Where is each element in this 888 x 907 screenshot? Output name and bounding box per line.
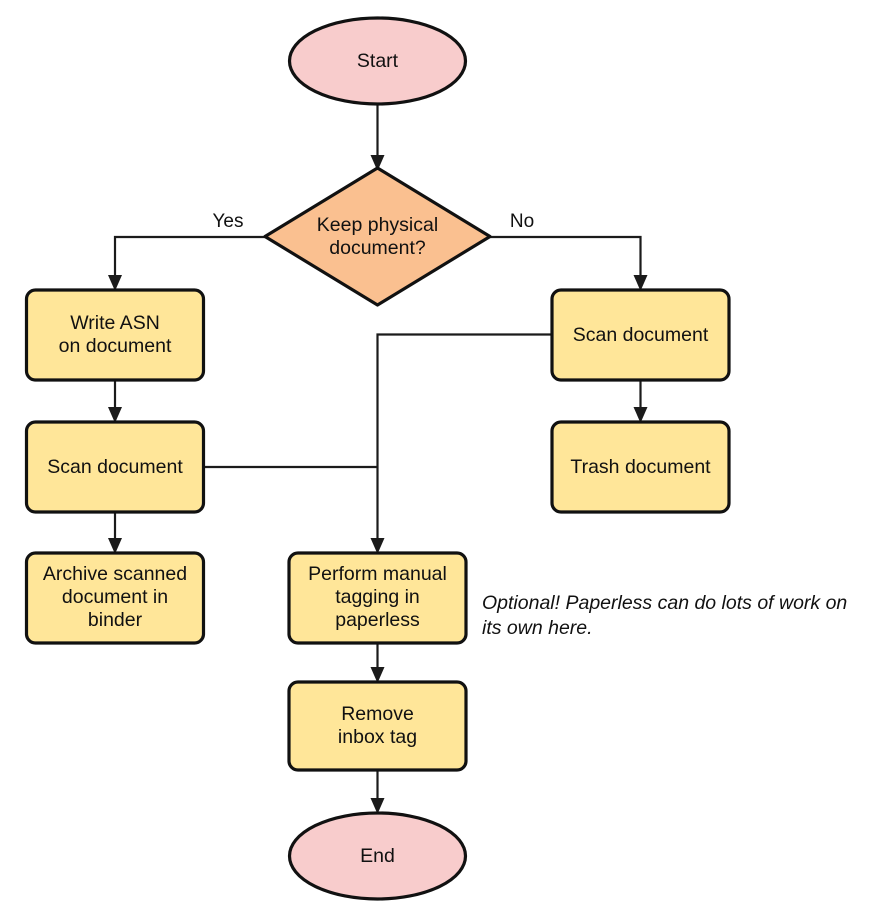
note-line1: Optional! Paperless can do lots of work … — [482, 592, 847, 614]
edge-decision-yes-to-write-asn — [108, 235, 266, 291]
arrowhead-icon — [370, 155, 385, 171]
scan-document-left-label: Scan document — [47, 456, 183, 478]
arrowhead-icon — [633, 407, 648, 423]
start-label: Start — [357, 50, 399, 72]
edge-line — [376, 333, 552, 543]
edge-line — [113, 235, 266, 280]
tagging-label-line2: tagging in — [335, 586, 420, 608]
archive-label-line3: binder — [88, 609, 143, 631]
scan-document-left-box[interactable] — [24, 420, 206, 514]
scan-document-right-box[interactable] — [550, 288, 731, 382]
node-start[interactable]: Start — [287, 16, 468, 106]
write-asn-box[interactable] — [24, 288, 206, 382]
tagging-label-line1: Perform manual — [308, 563, 447, 585]
archive-label-line1: Archive scanned — [43, 563, 187, 585]
decision-label-line2: document? — [329, 237, 426, 259]
edge-label-no: No — [510, 211, 534, 232]
arrowhead-icon — [633, 275, 648, 291]
edge-write-asn-to-scan-left — [108, 380, 122, 423]
arrowhead-icon — [370, 667, 385, 683]
scan-document-right-label: Scan document — [573, 324, 709, 346]
remove-inbox-tag-label-line1: Remove — [341, 703, 414, 725]
node-trash-document[interactable]: Trash document — [550, 420, 731, 514]
tagging-box[interactable] — [287, 551, 468, 645]
trash-document-label: Trash document — [570, 456, 711, 478]
arrowhead-icon — [108, 407, 122, 423]
end-label: End — [360, 845, 395, 867]
archive-label-line2: document in — [62, 586, 168, 608]
arrowhead-icon — [370, 798, 385, 814]
arrowhead-icon — [108, 275, 122, 291]
edge-remove-tag-to-end — [370, 770, 385, 814]
archive-box[interactable] — [24, 551, 206, 645]
edge-tagging-to-remove-tag — [370, 643, 385, 683]
arrowhead-icon — [370, 538, 385, 554]
tagging-label-line3: paperless — [335, 609, 420, 631]
remove-inbox-tag-box[interactable] — [287, 680, 468, 772]
end-ellipse[interactable] — [287, 811, 468, 901]
node-end[interactable]: End — [287, 811, 468, 901]
edge-label-yes: Yes — [213, 211, 244, 232]
node-remove-inbox-tag[interactable]: Remove inbox tag — [287, 680, 468, 772]
edge-decision-no-to-scan-right — [490, 235, 648, 291]
trash-document-box[interactable] — [550, 420, 731, 514]
node-write-asn-on-document[interactable]: Write ASN on document — [24, 288, 206, 382]
edge-start-to-decision — [370, 104, 385, 171]
decision-label-line1: Keep physical — [317, 214, 438, 236]
write-asn-label-line1: Write ASN — [70, 312, 160, 334]
edge-scan-right-to-tagging — [370, 333, 552, 554]
arrowhead-icon — [108, 538, 122, 554]
remove-inbox-tag-label-line2: inbox tag — [338, 726, 417, 748]
write-asn-label-line2: on document — [59, 335, 172, 357]
start-ellipse[interactable] — [287, 16, 468, 106]
edge-scan-right-to-trash — [633, 380, 648, 423]
node-scan-document-left[interactable]: Scan document — [24, 420, 206, 514]
node-perform-manual-tagging[interactable]: Perform manual tagging in paperless — [287, 551, 468, 645]
note-line2: its own here. — [482, 617, 593, 639]
edge-line — [490, 235, 642, 280]
edge-scan-left-to-archive — [108, 512, 122, 554]
node-decision-keep-physical-document[interactable]: Keep physical document? — [263, 166, 492, 307]
decision-diamond[interactable] — [263, 166, 492, 307]
node-scan-document-right[interactable]: Scan document — [550, 288, 731, 382]
annotation-note: Optional! Paperless can do lots of work … — [482, 592, 847, 639]
node-archive-scanned-document[interactable]: Archive scanned document in binder — [24, 551, 206, 645]
